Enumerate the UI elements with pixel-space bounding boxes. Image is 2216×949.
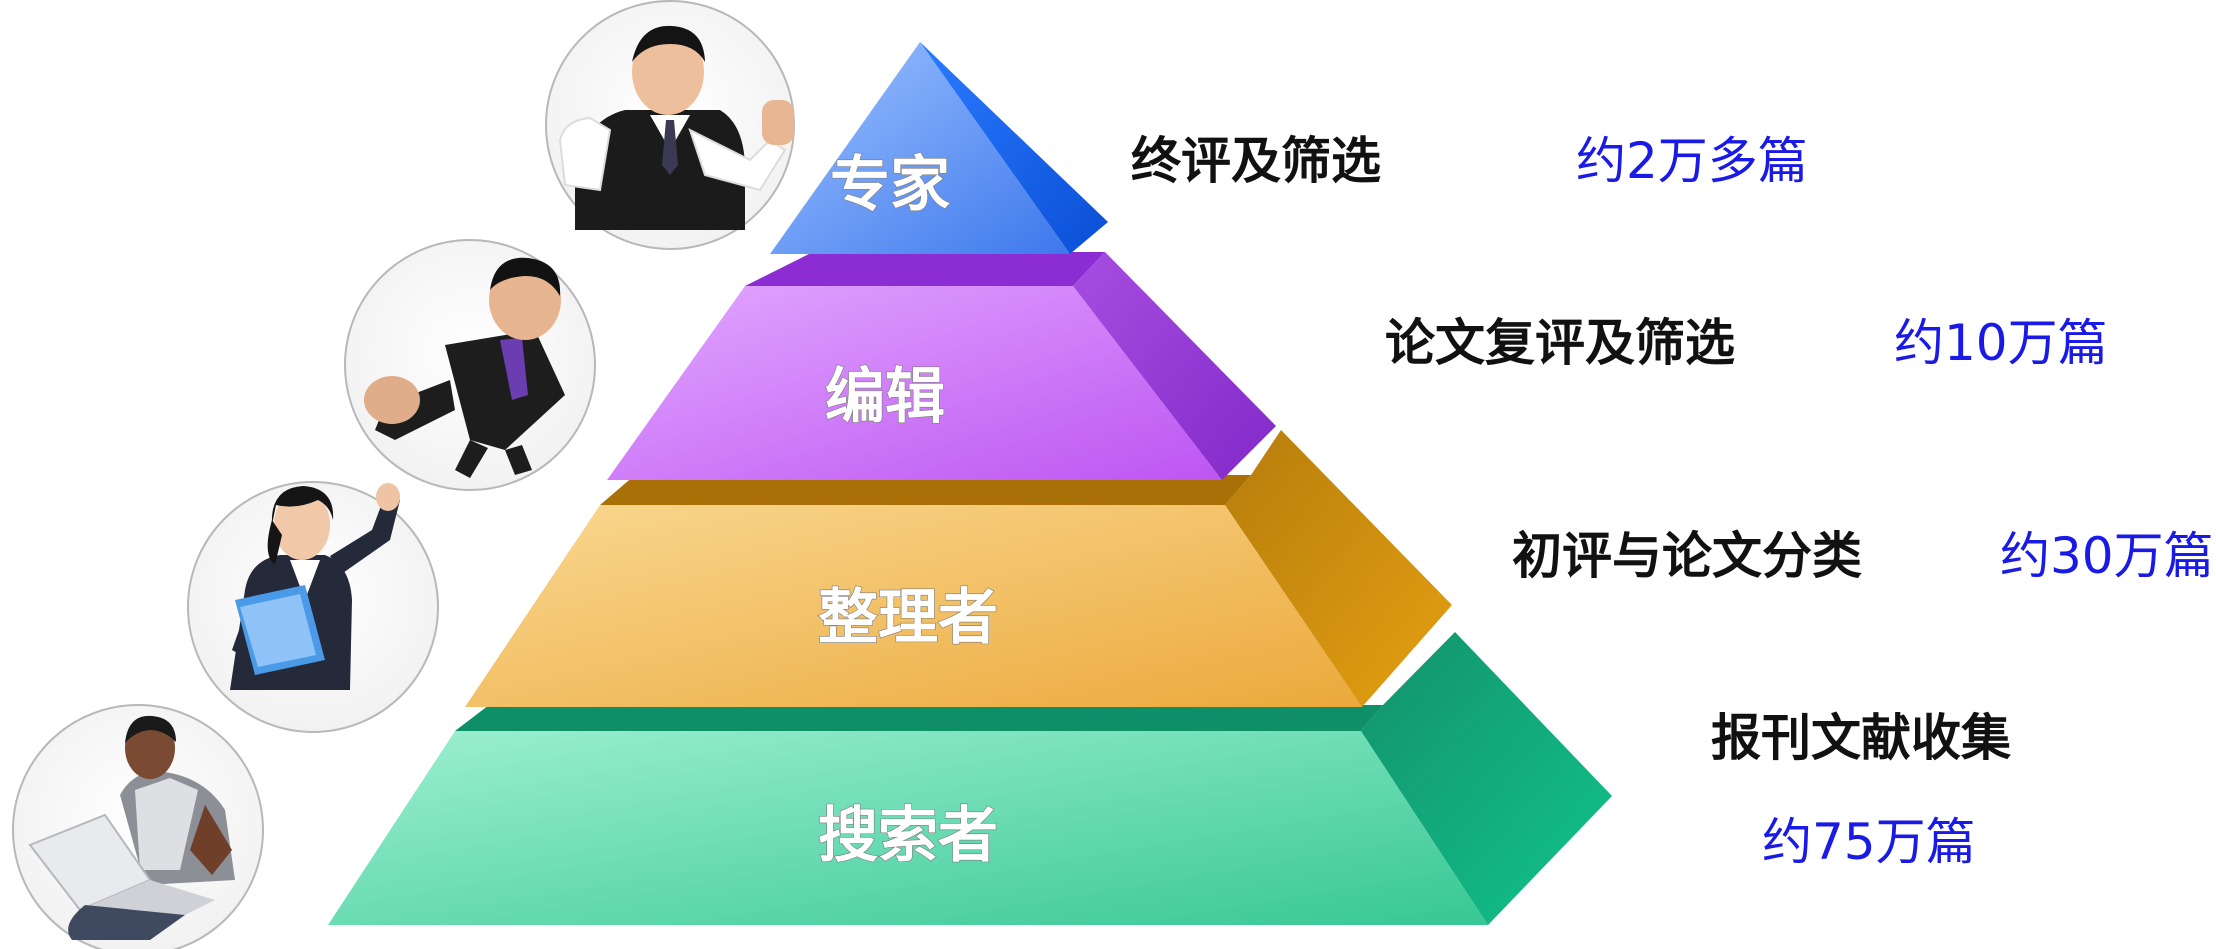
businessman-pointing-icon	[364, 257, 565, 478]
tier-front-face	[770, 42, 1070, 254]
pyramid-tier-searcher: 搜索者	[328, 632, 1612, 925]
tier-count-organizer: 约30万篇	[2000, 527, 2214, 585]
tier-task-searcher: 报刊文献收集	[1711, 709, 2011, 767]
expert-avatar	[545, 0, 795, 250]
tier-top-face	[745, 252, 1105, 286]
tier-top-face	[600, 475, 1251, 505]
tier-side-face	[920, 42, 1108, 254]
tier-count-expert: 约2万多篇	[1576, 132, 1808, 190]
pyramid-tier-organizer: 整理者	[465, 430, 1452, 707]
businessman-fist-icon	[558, 25, 794, 230]
tier-role-label: 编辑	[825, 362, 945, 432]
tier-side-face	[1073, 252, 1276, 480]
editor-avatar	[344, 239, 596, 491]
pyramid-tier-expert: 专家	[770, 42, 1108, 254]
tier-count-editor: 约10万篇	[1894, 314, 2108, 372]
tier-front-face	[328, 731, 1488, 925]
tier-role-label: 整理者	[818, 583, 998, 653]
tier-side-face	[1225, 430, 1452, 707]
pyramid-tier-editor: 编辑	[607, 252, 1276, 480]
tier-top-face	[455, 705, 1383, 731]
businesswoman-folder-icon	[230, 483, 400, 690]
tier-front-face	[465, 505, 1362, 707]
tier-role-label: 搜索者	[818, 801, 998, 871]
tier-task-organizer: 初评与论文分类	[1512, 527, 1862, 585]
tier-task-expert: 终评及筛选	[1131, 132, 1381, 190]
man-laptop-icon	[28, 715, 235, 940]
tier-task-editor: 论文复评及筛选	[1385, 314, 1735, 372]
tier-role-label: 专家	[830, 150, 950, 220]
organizer-avatar	[187, 481, 439, 733]
tier-front-face	[607, 286, 1222, 480]
tier-count-searcher: 约75万篇	[1762, 813, 1976, 871]
tier-side-face	[1361, 632, 1612, 925]
searcher-avatar	[12, 704, 264, 949]
